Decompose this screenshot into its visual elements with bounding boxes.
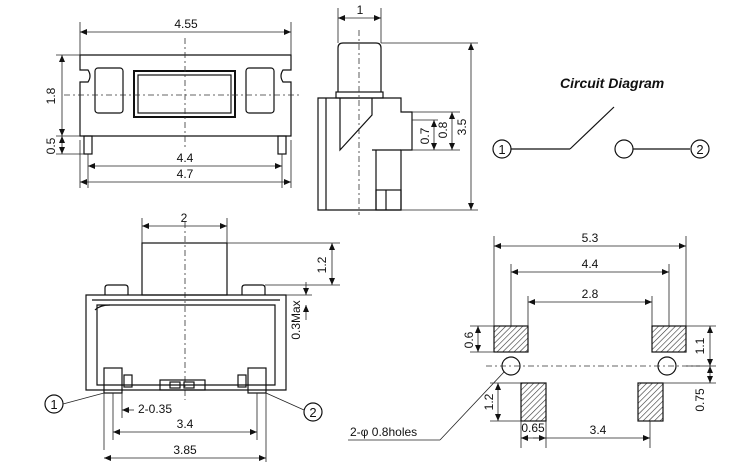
side-body bbox=[317, 97, 413, 211]
top-right-leg bbox=[277, 135, 287, 155]
holes-callout: 2-φ 0.8holes bbox=[350, 425, 417, 439]
dim-3-4-footprint: 3.4 bbox=[590, 423, 607, 437]
top-right-terminal bbox=[245, 67, 275, 114]
dim-0-65: 0.65 bbox=[521, 421, 545, 435]
pcb-footprint: 5.3 4.4 2.8 0.6 1.1 1.2 0.75 0.65 bbox=[348, 231, 716, 448]
side-view: 1 3.5 0.8 0.7 bbox=[317, 3, 478, 215]
dim-2-8: 2.8 bbox=[582, 287, 599, 301]
dim-1-1: 1.1 bbox=[693, 337, 707, 354]
top-view: 4.55 1.8 0.5 4.4 4.7 bbox=[44, 17, 300, 188]
top-body-outline bbox=[79, 54, 292, 137]
pad-top-right bbox=[651, 325, 687, 353]
circuit-diagram: Circuit Diagram 1 2 bbox=[492, 75, 710, 159]
circuit-contact-circle bbox=[614, 139, 634, 159]
dim-4-7: 4.7 bbox=[177, 167, 194, 181]
dim-2: 2 bbox=[181, 211, 188, 225]
front-terminal-left bbox=[103, 367, 123, 394]
front-terminal-right bbox=[247, 367, 267, 394]
dim-4-4-footprint: 4.4 bbox=[582, 257, 599, 271]
dim-4-55: 4.55 bbox=[174, 17, 198, 31]
circuit-title: Circuit Diagram bbox=[560, 75, 664, 91]
front-actuator bbox=[141, 242, 228, 296]
top-left-leg bbox=[83, 135, 93, 155]
pad-bottom-right bbox=[637, 382, 664, 422]
dim-3-85: 3.85 bbox=[173, 443, 197, 457]
dim-0-6: 0.6 bbox=[462, 331, 476, 348]
dim-0-75: 0.75 bbox=[693, 388, 707, 412]
dim-4-4-top: 4.4 bbox=[177, 151, 194, 165]
dim-1-2-front: 1.2 bbox=[315, 256, 329, 273]
dim-1: 1 bbox=[357, 3, 364, 17]
dim-3-4-front: 3.4 bbox=[177, 417, 194, 431]
dim-0-8: 0.8 bbox=[436, 121, 450, 138]
top-actuator-inner bbox=[137, 74, 232, 114]
pad-top-left bbox=[493, 325, 529, 353]
dim-3-5: 3.5 bbox=[455, 118, 469, 135]
dim-5-3: 5.3 bbox=[582, 231, 599, 245]
circuit-pin1-label: 1 bbox=[498, 142, 505, 157]
dim-0-7: 0.7 bbox=[418, 127, 432, 144]
dim-1-8: 1.8 bbox=[44, 87, 58, 104]
dim-0-5: 0.5 bbox=[44, 137, 58, 154]
front-pin2-label: 2 bbox=[309, 405, 316, 420]
dim-0-3max: 0.3Max bbox=[289, 300, 303, 339]
top-left-terminal bbox=[94, 67, 124, 114]
front-body bbox=[85, 294, 287, 391]
top-actuator-window bbox=[133, 70, 236, 118]
front-center-base bbox=[159, 379, 206, 391]
pad-bottom-left bbox=[520, 382, 547, 422]
circuit-switch-lever bbox=[569, 106, 615, 150]
front-view: 2 1.2 0.3Max 1 2 2-0.35 3.4 3.85 bbox=[44, 211, 340, 462]
circuit-pin2-circle bbox=[690, 139, 710, 159]
front-pin1-label: 1 bbox=[50, 397, 57, 412]
side-actuator bbox=[337, 42, 382, 92]
circuit-pin2-label: 2 bbox=[696, 142, 703, 157]
front-pin2-circle bbox=[303, 402, 323, 422]
dim-1-2-footprint: 1.2 bbox=[482, 393, 496, 410]
dim-2-0-35: 2-0.35 bbox=[138, 402, 172, 416]
